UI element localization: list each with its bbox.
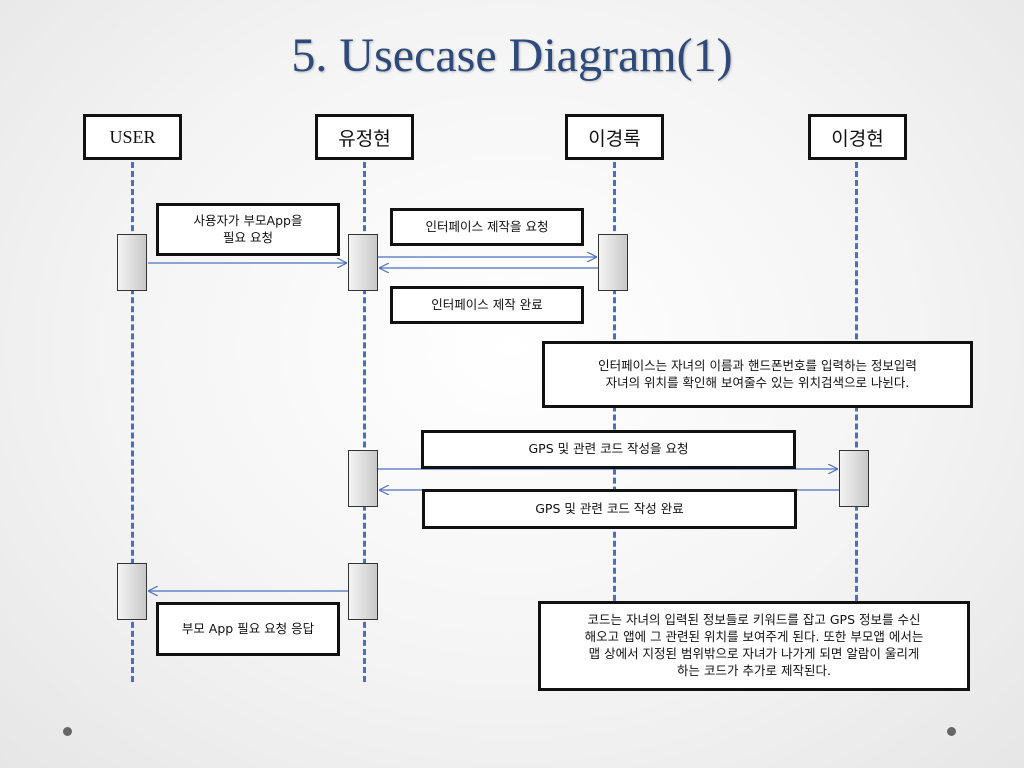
actor-lee-gyeonghyeon: 이경현 bbox=[808, 114, 907, 160]
activation-yoo-2 bbox=[348, 450, 378, 507]
actor-user: USER bbox=[83, 114, 182, 160]
lifeline-yoo bbox=[363, 162, 366, 682]
note-interface-complete: 인터페이스 제작 완료 bbox=[390, 286, 584, 324]
note-interface-description: 인터페이스는 자녀의 이름과 핸드폰번호를 입력하는 정보입력 자녀의 위치를 … bbox=[542, 341, 973, 408]
note-request-gps-code: GPS 및 관련 코드 작성을 요청 bbox=[421, 430, 796, 469]
activation-yoo-1 bbox=[348, 234, 378, 291]
decorative-dot-right bbox=[947, 727, 956, 736]
actor-yoo: 유정현 bbox=[315, 114, 414, 160]
activation-yoo-3 bbox=[348, 563, 378, 620]
slide-title: 5. Usecase Diagram(1) bbox=[291, 29, 733, 82]
note-parent-app-response: 부모 App 필요 요청 응답 bbox=[156, 602, 340, 656]
activation-user-1 bbox=[117, 234, 147, 291]
activation-lee-gyeongrok-1 bbox=[598, 234, 628, 291]
lifeline-lee-gyeonghyeon bbox=[855, 162, 858, 682]
activation-lee-gyeonghyeon-1 bbox=[839, 450, 869, 507]
activation-user-2 bbox=[117, 563, 147, 620]
note-code-description: 코드는 자녀의 입력된 정보들로 키워드를 잡고 GPS 정보를 수신 해오고 … bbox=[538, 601, 970, 691]
note-request-parent-app: 사용자가 부모App을 필요 요청 bbox=[156, 203, 340, 256]
note-gps-code-complete: GPS 및 관련 코드 작성 완료 bbox=[422, 489, 797, 529]
actor-lee-gyeongrok: 이경록 bbox=[565, 114, 664, 160]
decorative-dot-left bbox=[63, 727, 72, 736]
lifeline-user bbox=[131, 162, 134, 682]
lifeline-lee-gyeongrok bbox=[613, 162, 616, 682]
note-request-interface: 인터페이스 제작을 요청 bbox=[390, 208, 584, 246]
